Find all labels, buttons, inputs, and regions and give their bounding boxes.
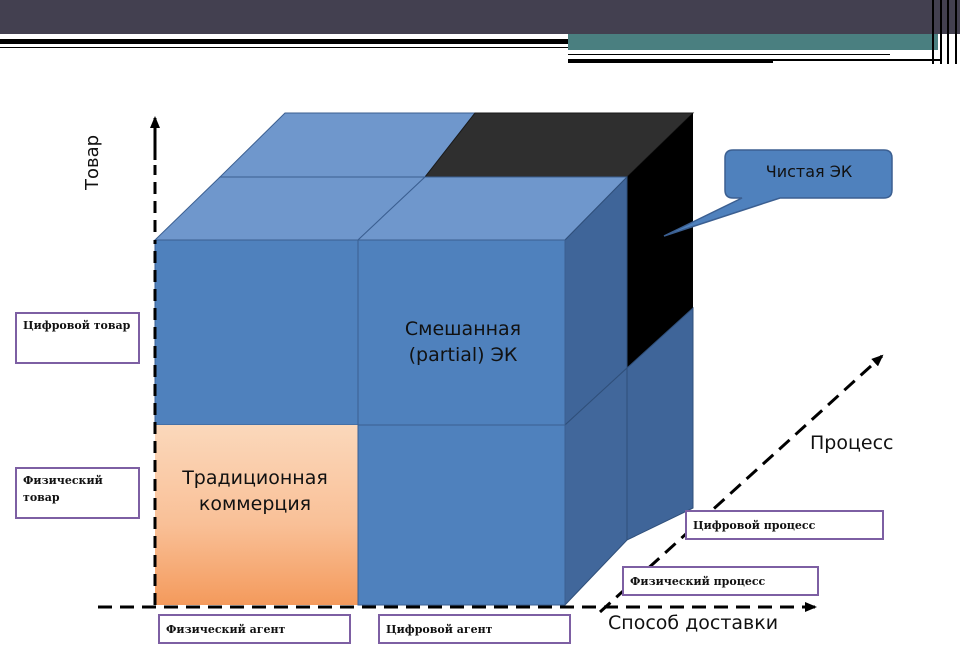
- axis-depth-dashed: [598, 354, 884, 614]
- label-digital-product: Цифровой товар: [15, 312, 140, 364]
- face-label-traditional-text: Традиционная коммерция: [182, 467, 328, 515]
- header-rule-right-thick-2: [773, 59, 940, 61]
- header-rule-thin: [0, 47, 568, 48]
- header-rail-3: [947, 0, 949, 64]
- header-bar: [0, 0, 960, 34]
- header-rail-4: [955, 0, 957, 64]
- callout-pure-ec: Чистая ЭК: [765, 162, 853, 181]
- callout-bubble: [663, 149, 893, 237]
- face-label-mixed-text: Смешанная (partial) ЭК: [404, 318, 522, 366]
- axis-label-horizontal: Способ доставки: [608, 612, 779, 634]
- cube-front-top-right-mixed: [357, 239, 566, 426]
- label-digital-process: Цифровой процесс: [685, 510, 884, 540]
- header-rule-right-thin: [568, 54, 890, 55]
- label-physical-product: Физический товар: [15, 467, 140, 519]
- header-rail-2: [940, 0, 942, 64]
- cube-front-bottom-right: [357, 424, 566, 606]
- face-label-traditional: Традиционная коммерция: [160, 465, 350, 517]
- cube-side-upper-back-pure: [627, 113, 693, 368]
- face-label-mixed: Смешанная (partial) ЭК: [368, 316, 558, 368]
- header-rail-1: [932, 0, 934, 64]
- header-rule-thick: [0, 39, 568, 44]
- axis-label-vertical: Товар: [82, 134, 103, 190]
- label-digital-agent: Цифровой агент: [378, 614, 571, 644]
- header-accent-strip: [568, 34, 938, 50]
- label-physical-agent: Физический агент: [158, 614, 351, 644]
- label-physical-process: Физический процесс: [622, 566, 819, 596]
- axis-label-depth: Процесс: [810, 432, 894, 454]
- cube-front-bottom-left-traditional: [155, 425, 358, 605]
- cube-front-top-left: [154, 239, 359, 426]
- header-rule-right-thick: [568, 59, 773, 63]
